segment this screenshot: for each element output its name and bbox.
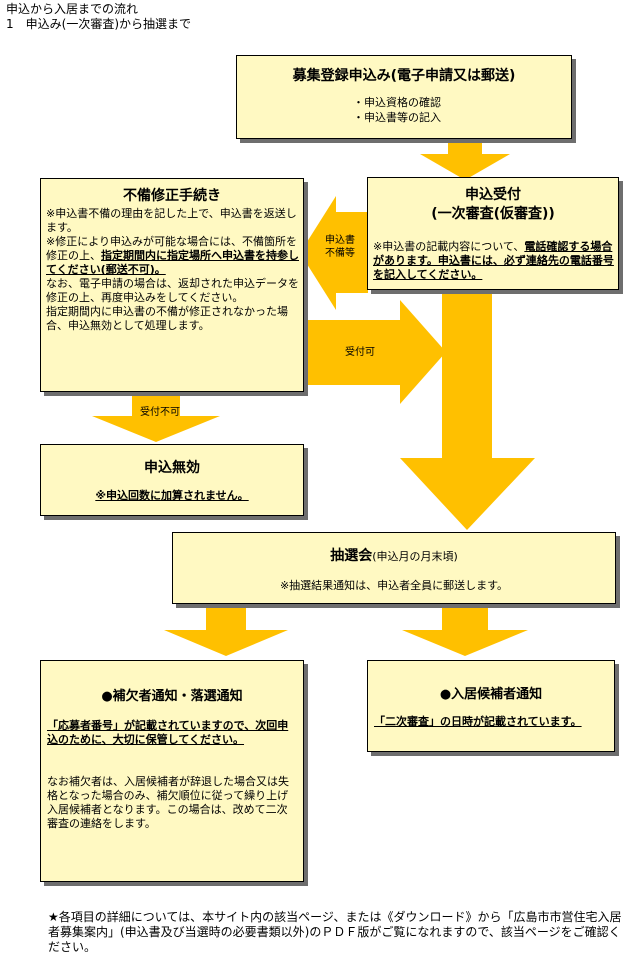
fubi-box: 不備修正手続き ※申込書不備の理由を記した上で、申込書を返送します。 ※修正によ… bbox=[40, 178, 304, 392]
boshu-box: 募集登録申込み(電子申請又は郵送) ・申込資格の確認 ・申込書等の記入 bbox=[236, 55, 572, 139]
mukou-note: ※申込回数に加算されません。 bbox=[41, 489, 303, 503]
uketsuke-title: 申込受付 bbox=[465, 187, 521, 203]
fubi-p1: ※申込書不備の理由を記した上で、申込書を返送します。 bbox=[46, 207, 297, 234]
arrow-left-to-fubi bbox=[300, 196, 368, 310]
arrow-down-to-hoketsu bbox=[164, 606, 288, 656]
boshu-item-1: ・申込資格の確認 bbox=[353, 96, 441, 109]
fubi-p2-bold: 指定期間内に指定場所へ申込書を持参してください(郵送不可)。 bbox=[46, 249, 299, 276]
boshu-title: 募集登録申込み(電子申請又は郵送) bbox=[292, 68, 516, 84]
arrow-down-to-chusen bbox=[400, 288, 535, 530]
kouho-box: ●入居候補者通知 「二次審査」の日時が記載されています。 bbox=[367, 660, 615, 752]
header-title: 申込から入居までの流れ bbox=[6, 2, 139, 16]
uketsuke-note-bold: 電話確認する場合があります。申込書には、必ず連絡先の電話番号を記入してください。 bbox=[373, 240, 614, 281]
chusen-note: ※抽選結果通知は、申込者全員に郵送します。 bbox=[279, 579, 509, 592]
hoketsu-bold: 「応募者番号」が記載されていますので、次回申込のために、大切に保管してください。 bbox=[47, 719, 289, 746]
uketsuke-note-plain: ※申込書の記載内容について、 bbox=[373, 240, 525, 253]
kouho-bold: 「二次審査」の日時が記載されています。 bbox=[374, 715, 582, 728]
fubi-p3: なお、電子申請の場合は、返却された申込データを修正の上、再度申込みをしてください… bbox=[46, 277, 299, 304]
fubi-p2: ※修正により申込みが可能な場合には、不備箇所を修正の上、指定期間内に指定場所へ申… bbox=[46, 235, 300, 277]
uketsuke-subtitle: (一次審査(仮審査)) bbox=[431, 206, 555, 222]
boshu-item-2: ・申込書等の記入 bbox=[353, 111, 441, 124]
arrow-label-uketsuke-ka: 受付可 bbox=[345, 347, 375, 358]
chusen-title-small: (申込月の月末頃) bbox=[372, 550, 458, 563]
arrow-label-fubi-line1: 申込書 bbox=[325, 235, 355, 246]
kouho-title: ●入居候補者通知 bbox=[439, 687, 543, 702]
arrow-down-to-uketsuke bbox=[420, 141, 510, 180]
mukou-title: 申込無効 bbox=[144, 460, 200, 476]
header-subtitle: 1 申込み(一次審査)から抽選まで bbox=[6, 17, 191, 31]
fubi-title: 不備修正手続き bbox=[123, 188, 221, 204]
arrow-right-uketsuke-ka bbox=[305, 300, 446, 404]
mukou-note-text: ※申込回数に加算されません。 bbox=[95, 489, 249, 502]
arrow-label-fubi-line2: 不備等 bbox=[325, 248, 355, 259]
chusen-title: 抽選会 bbox=[330, 548, 373, 564]
fubi-body: ※申込書不備の理由を記した上で、申込書を返送します。 ※修正により申込みが可能な… bbox=[46, 207, 300, 333]
arrow-label-fubi: 申込書 不備等 bbox=[318, 234, 362, 260]
hoketsu-box: ●補欠者通知・落選通知 「応募者番号」が記載されていますので、次回申込のために、… bbox=[40, 660, 304, 882]
arrow-down-to-mukou bbox=[92, 395, 220, 442]
uketsuke-note: ※申込書の記載内容について、電話確認する場合があります。申込書には、必ず連絡先の… bbox=[373, 240, 615, 282]
arrow-label-uketsuke-fuka: 受付不可 bbox=[140, 407, 180, 418]
footer-note: ★各項目の詳細については、本サイト内の該当ページ、または《ダウンロード》から「広… bbox=[48, 910, 622, 954]
chusen-box: 抽選会(申込月の月末頃) ※抽選結果通知は、申込者全員に郵送します。 bbox=[172, 532, 616, 604]
arrow-down-to-kouho bbox=[402, 606, 528, 656]
mukou-box: 申込無効 ※申込回数に加算されません。 bbox=[40, 444, 304, 516]
fubi-p4: 指定期間内に申込書の不備が修正されなかった場合、申込無効として処理します。 bbox=[46, 305, 288, 332]
hoketsu-note: なお補欠者は、入居候補者が辞退した場合又は失格となった場合のみ、補欠順位に従って… bbox=[47, 775, 289, 830]
chusen-title-line: 抽選会(申込月の月末頃) bbox=[173, 545, 615, 565]
uketsuke-box: 申込受付 (一次審査(仮審査)) ※申込書の記載内容について、電話確認する場合が… bbox=[367, 177, 619, 290]
hoketsu-title: ●補欠者通知・落選通知 bbox=[101, 689, 243, 704]
fubi-p2-plain: ※修正により申込みが可能な場合には、不備箇所を修正の上、 bbox=[46, 235, 297, 262]
